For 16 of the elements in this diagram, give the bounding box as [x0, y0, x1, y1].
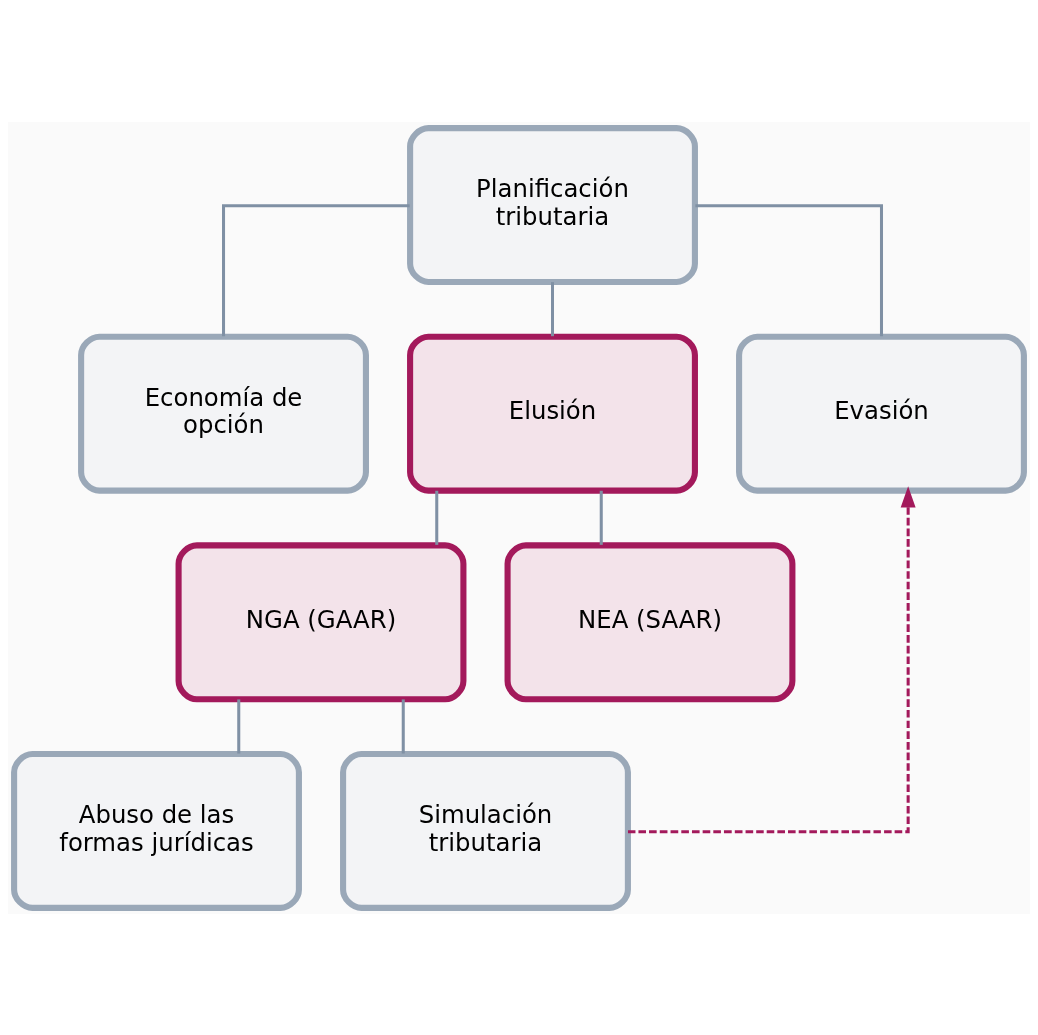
connector [222, 203, 410, 336]
node-box: NEA (SAAR) [504, 541, 796, 702]
node-box: Planificación tributaria [407, 124, 698, 285]
connector [435, 490, 439, 545]
node-box: NGA (GAAR) [175, 541, 467, 702]
node-box: Economía de opción [78, 333, 369, 494]
arrow [628, 485, 916, 833]
connector [237, 698, 241, 753]
connector [551, 281, 555, 336]
node-box: Abuso de las formas jurídicas [11, 750, 302, 911]
node-box: Simulación tributaria [340, 750, 631, 911]
connector [401, 698, 405, 753]
connector [695, 203, 883, 336]
connector [599, 490, 603, 545]
node-box: Elusión [407, 333, 698, 494]
node-box: Evasión [736, 333, 1027, 494]
